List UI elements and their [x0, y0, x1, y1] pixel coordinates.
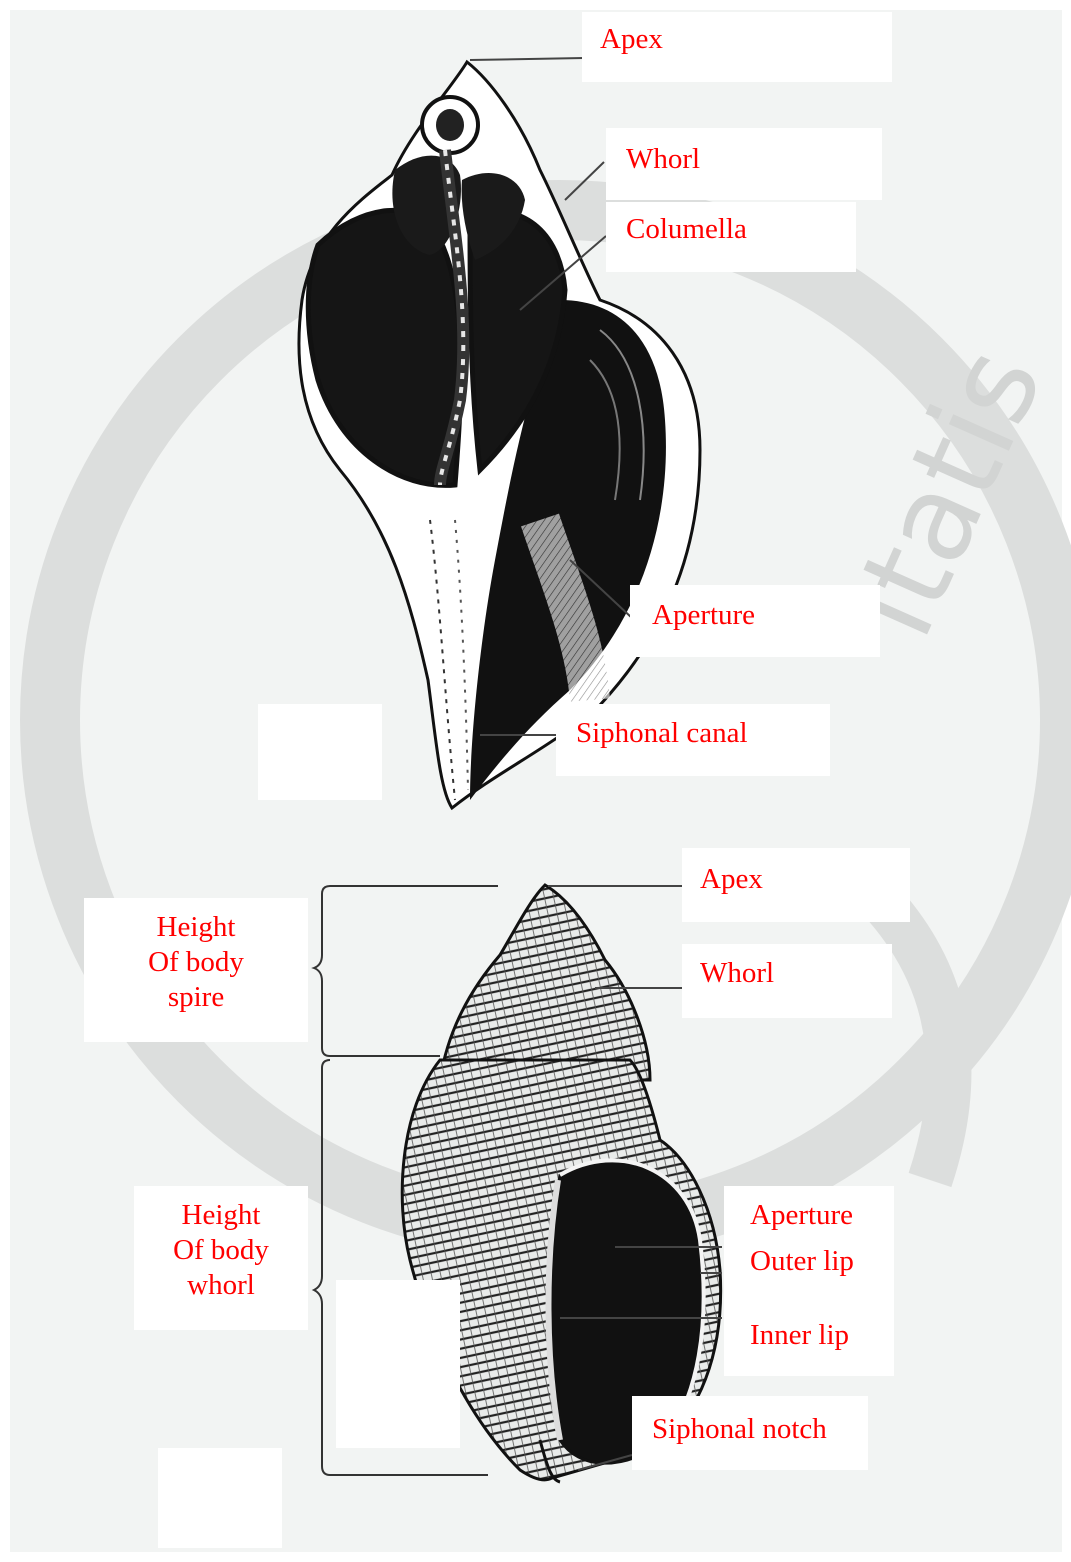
label-apex-bottom: Apex [700, 862, 763, 897]
blank-box-top [258, 704, 382, 800]
label-height-spire-line-2: Of body [84, 945, 308, 980]
label-height-whorl-line-2: Of body [134, 1233, 308, 1268]
label-height-spire: Height Of body spire [84, 910, 308, 1014]
label-outer-lip: Outer lip [750, 1244, 854, 1279]
label-aperture-top: Aperture [652, 598, 755, 633]
label-height-whorl: Height Of body whorl [134, 1198, 308, 1302]
label-whorl-top: Whorl [626, 142, 700, 177]
label-aperture-bottom: Aperture [750, 1198, 853, 1233]
label-siphonal-notch: Siphonal notch [652, 1412, 827, 1447]
label-height-whorl-line-1: Height [134, 1198, 308, 1233]
label-apex-top: Apex [600, 22, 663, 57]
label-height-spire-line-3: spire [84, 980, 308, 1015]
label-height-whorl-line-3: whorl [134, 1268, 308, 1303]
label-siphonal-canal: Siphonal canal [576, 716, 748, 751]
label-inner-lip: Inner lip [750, 1318, 849, 1353]
blank-box-bottom-middle [336, 1280, 460, 1448]
blank-box-bottom-left [158, 1448, 282, 1548]
label-height-spire-line-1: Height [84, 910, 308, 945]
label-columella: Columella [626, 212, 747, 247]
label-whorl-bottom: Whorl [700, 956, 774, 991]
